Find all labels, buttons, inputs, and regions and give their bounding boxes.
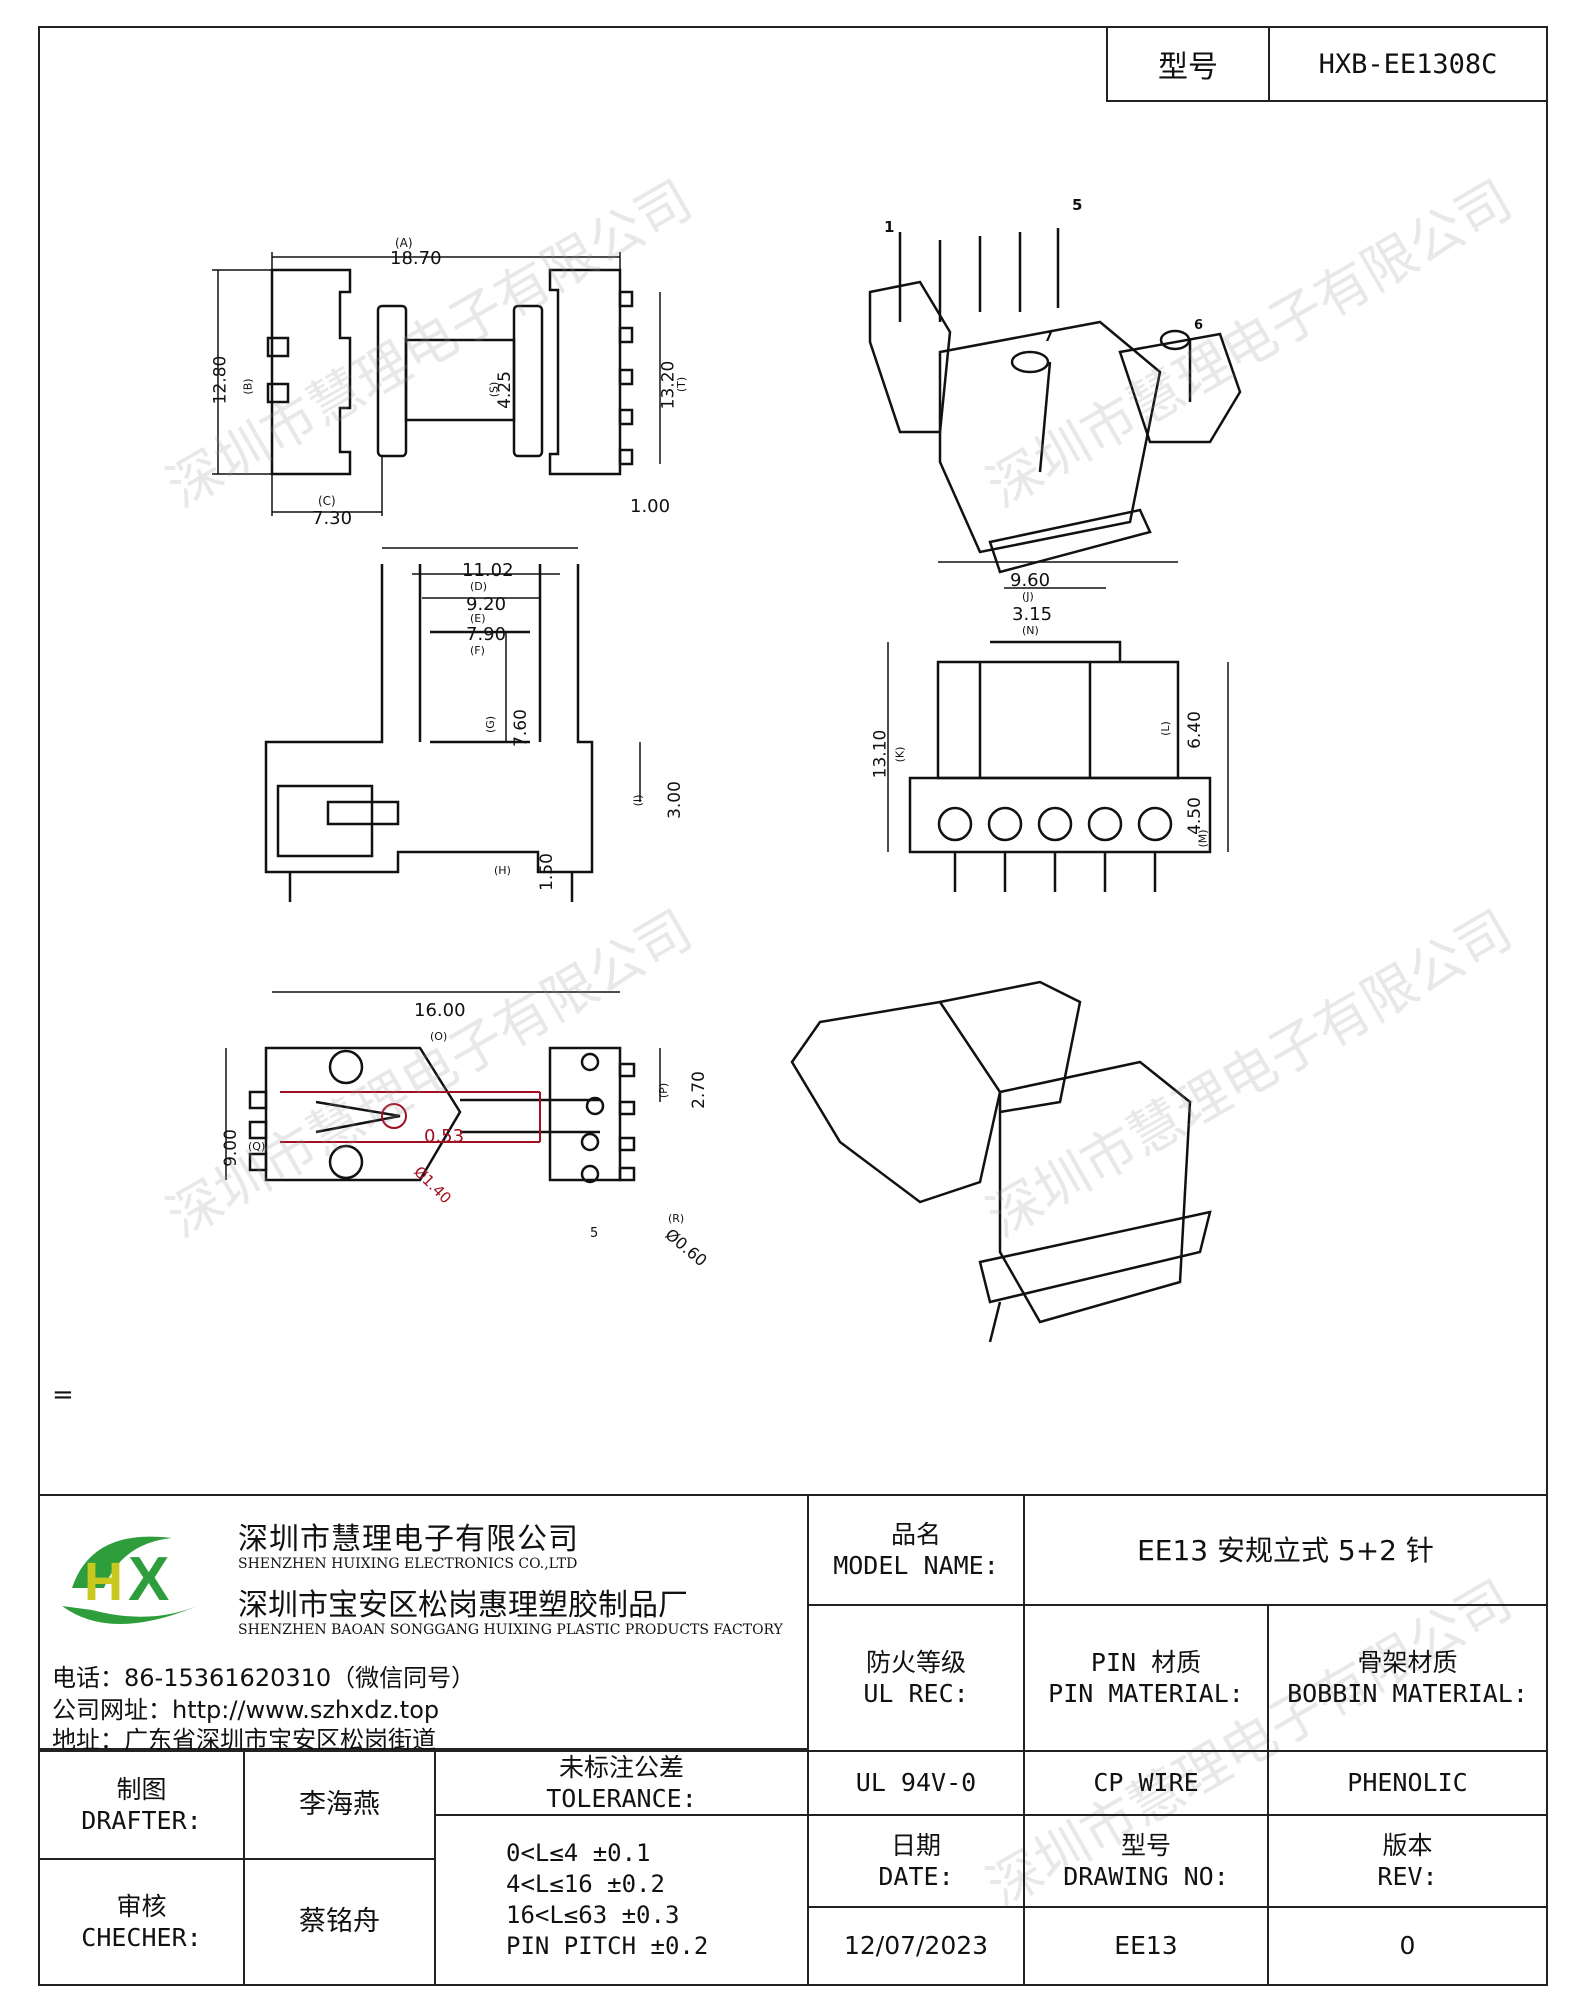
- bobbin-material-label: 骨架材质 BOBBIN MATERIAL:: [1267, 1604, 1548, 1752]
- dim-k: 13.10: [870, 729, 891, 779]
- checker-label: 审核 CHECHER:: [38, 1858, 245, 1986]
- checker-name: 蔡铭舟: [243, 1858, 436, 1986]
- dim-letter-q: (Q): [248, 1140, 266, 1153]
- dim-h: 1.50: [536, 853, 557, 891]
- dim-letter-e: (E): [470, 612, 486, 625]
- side-view: [908, 640, 1212, 892]
- tolerance-label: 未标注公差 TOLERANCE:: [434, 1750, 809, 1816]
- dim-pin-width: 1.00: [630, 496, 671, 517]
- red-detail: [280, 1091, 541, 1143]
- dim-letter-d: (D): [470, 580, 488, 593]
- model-name-label: 品名 MODEL NAME:: [807, 1494, 1025, 1606]
- logo-h: H: [84, 1552, 123, 1612]
- drawing-no-label: 型号 DRAWING NO:: [1023, 1814, 1269, 1908]
- factory-name-en: SHENZHEN BAOAN SONGGANG HUIXING PLASTIC …: [238, 1622, 783, 1638]
- pin-material-label: PIN 材质 PIN MATERIAL:: [1023, 1604, 1269, 1752]
- dim-bottom-width: 16.00: [414, 1000, 466, 1021]
- date-label: 日期 DATE:: [807, 1814, 1025, 1908]
- phone: 电话：86-15361620310（微信同号）: [52, 1664, 476, 1692]
- dim-letter-o: (O): [430, 1030, 448, 1043]
- iso-view-bottom: [790, 980, 1212, 1343]
- bobbin-material-value: PHENOLIC: [1267, 1750, 1548, 1816]
- iso-view-top: [868, 228, 1242, 574]
- bottom-pin-number: 5: [590, 1226, 599, 1241]
- date-value: 12/07/2023: [807, 1906, 1025, 1986]
- pin-number-7: 7: [1044, 330, 1054, 345]
- drawing-no-value: EE13: [1023, 1906, 1269, 1986]
- pin-number-6: 6: [1194, 318, 1204, 333]
- pin-material-value: CP WIRE: [1023, 1750, 1269, 1816]
- dim-letter-m: (M): [1196, 829, 1210, 848]
- dim-d: 11.02: [462, 560, 514, 581]
- dim-b: 12.80: [210, 355, 231, 405]
- tolerance-values: 0<L≤4 ±0.1 4<L≤16 ±0.2 16<L≤63 ±0.3 PIN …: [434, 1814, 809, 1986]
- dim-letter-b: (B): [241, 378, 255, 395]
- dim-letter-a: (A): [395, 236, 413, 250]
- front-view: [264, 564, 594, 902]
- dim-letter-i: (I): [631, 794, 645, 807]
- dim-g: 7.60: [510, 709, 531, 747]
- dim-f: 7.90: [466, 624, 507, 645]
- dim-q: 9.00: [220, 1129, 241, 1167]
- company-name-en: SHENZHEN HUIXING ELECTRONICS CO.,LTD: [238, 1556, 578, 1572]
- dim-letter-r: (R): [668, 1212, 685, 1225]
- pin-number-1: 1: [884, 218, 895, 236]
- ul-rec-label: 防火等级 UL REC:: [807, 1604, 1025, 1752]
- dim-letter-k: (K): [893, 746, 907, 763]
- dim-n: 3.15: [1012, 604, 1053, 625]
- dim-letter-f: (F): [470, 644, 485, 657]
- dim-letter-j: (J): [1022, 590, 1034, 603]
- dim-letter-g: (G): [484, 715, 498, 734]
- title-block: H X 深圳市慧理电子有限公司 SHENZHEN HUIXING ELECTRO…: [38, 1494, 1548, 1986]
- ul-value: UL 94V-0: [807, 1750, 1025, 1816]
- factory-name-cn: 深圳市宝安区松岗惠理塑胶制品厂: [238, 1588, 688, 1623]
- dim-a: 18.70: [390, 248, 442, 269]
- rev-value: 0: [1267, 1906, 1548, 1986]
- dim-s: 4.25: [494, 371, 515, 409]
- top-view: [266, 268, 634, 476]
- equals-mark: =: [52, 1380, 74, 1410]
- logo-x: X: [128, 1545, 169, 1614]
- bottom-view: [248, 1046, 636, 1184]
- dim-letter-t: (T): [675, 376, 689, 393]
- dim-letter-n: (N): [1022, 624, 1039, 637]
- pin-number-5: 5: [1072, 196, 1083, 214]
- company-info: H X 深圳市慧理电子有限公司 SHENZHEN HUIXING ELECTRO…: [38, 1494, 809, 1754]
- dim-l: 6.40: [1184, 711, 1205, 749]
- technical-drawing: [212, 228, 1242, 1343]
- drafter-label: 制图 DRAFTER:: [38, 1750, 245, 1860]
- dim-c: 7.30: [312, 508, 353, 529]
- website: 公司网址：http://www.szhxdz.top: [52, 1696, 440, 1724]
- rev-label: 版本 REV:: [1267, 1814, 1548, 1908]
- dim-letter-h: (H): [494, 864, 511, 877]
- dim-e: 9.20: [466, 594, 507, 615]
- drafter-name: 李海燕: [243, 1750, 436, 1860]
- model-name-value: EE13 安规立式 5+2 针: [1023, 1494, 1548, 1606]
- model-label: 型号: [1108, 28, 1270, 100]
- company-name-cn: 深圳市慧理电子有限公司: [238, 1522, 579, 1557]
- model-header-box: 型号 HXB-EE1308C: [1106, 26, 1548, 102]
- dim-p: 2.70: [688, 1071, 709, 1109]
- address: 地址：广东省深圳市宝安区松岗街道: [52, 1726, 436, 1754]
- model-value: HXB-EE1308C: [1318, 48, 1498, 80]
- dim-letter-p: (P): [657, 1082, 671, 1099]
- dim-letter-c: (C): [318, 494, 336, 508]
- dim-letter-l: (L): [1158, 721, 1172, 736]
- dim-j: 9.60: [1010, 570, 1051, 591]
- dim-slot: 0.53: [424, 1126, 465, 1147]
- company-logo: H X: [62, 1536, 202, 1625]
- dim-i: 3.00: [664, 781, 685, 819]
